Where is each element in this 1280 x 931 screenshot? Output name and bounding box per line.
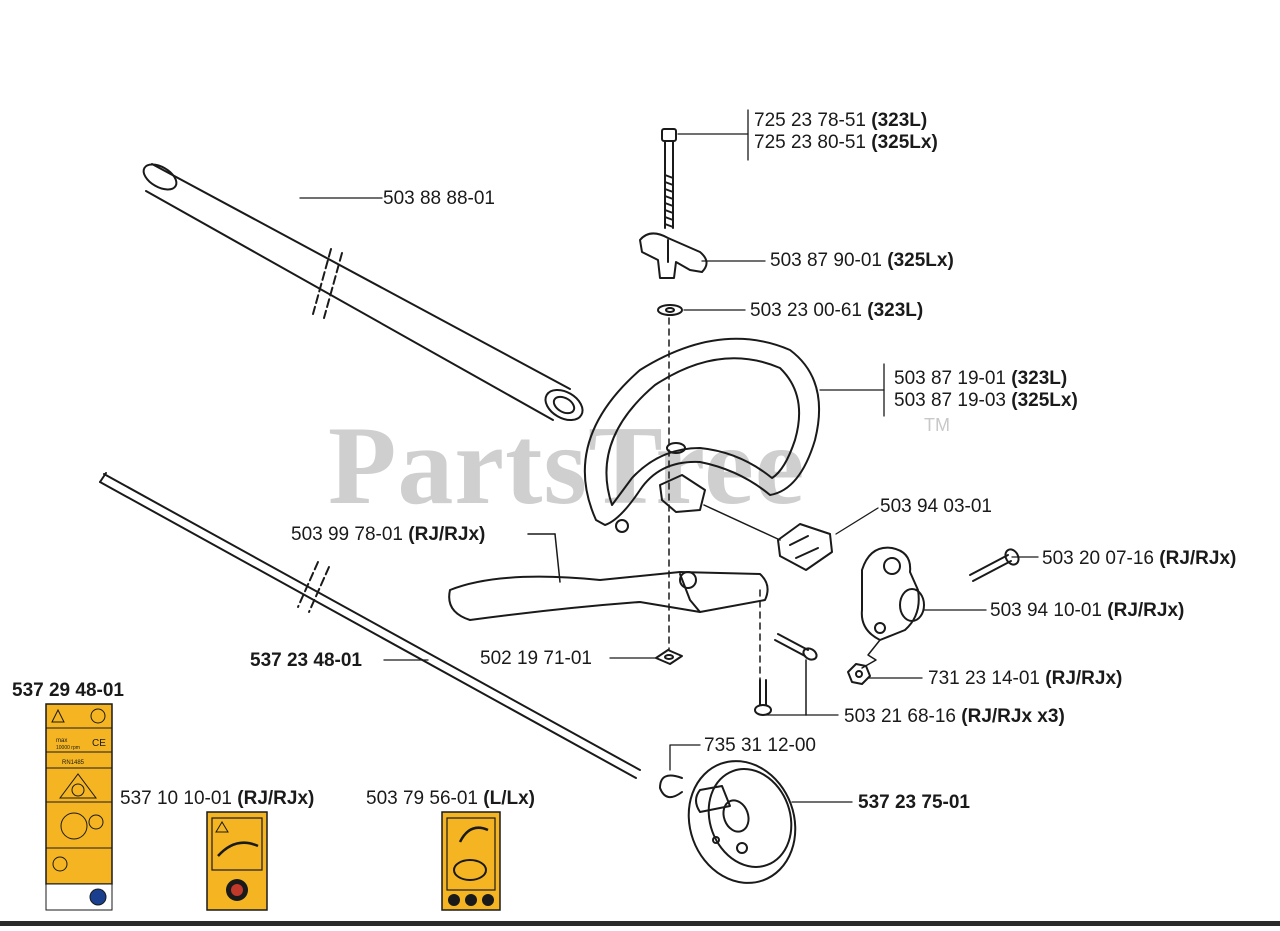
clamp-block-shape: [703, 504, 833, 571]
drive-shaft-shape: [99, 472, 641, 779]
clamp-housing-shape: [860, 546, 925, 641]
circlip-shape: [659, 774, 683, 799]
label-square-nut: 502 19 71-01: [480, 648, 592, 669]
screw-right-shape: [969, 548, 1020, 582]
square-nut-shape: [655, 649, 683, 665]
decal-main-shape: max 10000 rpm CE RN1485: [45, 703, 113, 911]
bolt-shape: [661, 128, 677, 229]
label-hex-nut: 731 23 14-01 (RJ/RJx): [928, 668, 1123, 689]
decal-l-shape: [441, 811, 501, 911]
rj-handle-shape: [448, 533, 769, 621]
clutch-drum-shape: [687, 760, 797, 884]
label-circlip: 735 31 12-00: [704, 735, 816, 756]
label-decal-l: 503 79 56-01 (L/Lx): [366, 788, 535, 809]
loop-handle-shape: [583, 337, 821, 533]
hex-nut-shape: [847, 639, 881, 685]
watermark-trademark: TM: [924, 415, 950, 435]
wing-nut-shape: [639, 232, 708, 279]
label-rj-handle: 503 99 78-01 (RJ/RJx): [291, 524, 486, 545]
watermark-text: PartsTree: [328, 404, 806, 528]
bottom-rule: [0, 921, 1280, 926]
label-clutch-drum: 537 23 75-01: [858, 792, 970, 813]
label-shaft-tube: 503 88 88-01: [383, 188, 495, 209]
washer-shape: [657, 304, 683, 316]
decal-rpm-text: 10000 rpm: [56, 745, 80, 751]
label-bolt: 725 23 78-51 (323L) 725 23 80-51 (325Lx): [754, 110, 938, 153]
screws-x3-shape: [754, 589, 818, 716]
label-loop-handle: 503 87 19-01 (323L) 503 87 19-03 (325Lx): [894, 368, 1078, 411]
label-screws-x3: 503 21 68-16 (RJ/RJx x3): [844, 706, 1065, 727]
label-decal-main: 537 29 48-01: [12, 680, 124, 701]
decal-model-text: RN1485: [62, 760, 85, 766]
label-clamp-block: 503 94 03-01: [880, 496, 992, 517]
label-clamp-housing: 503 94 10-01 (RJ/RJx): [990, 600, 1185, 621]
decal-rj-shape: [206, 811, 268, 911]
leader-lines: [299, 109, 1039, 803]
shaft-tube-shape: [142, 163, 584, 422]
label-washer: 503 23 00-61 (323L): [750, 300, 924, 321]
decal-ce-text: CE: [92, 738, 106, 749]
label-decal-rj: 537 10 10-01 (RJ/RJx): [120, 788, 315, 809]
label-drive-shaft: 537 23 48-01: [250, 650, 362, 671]
label-screw-right: 503 20 07-16 (RJ/RJx): [1042, 548, 1237, 569]
decal-max-text: max: [56, 738, 67, 744]
label-wing-nut: 503 87 90-01 (325Lx): [770, 250, 954, 271]
